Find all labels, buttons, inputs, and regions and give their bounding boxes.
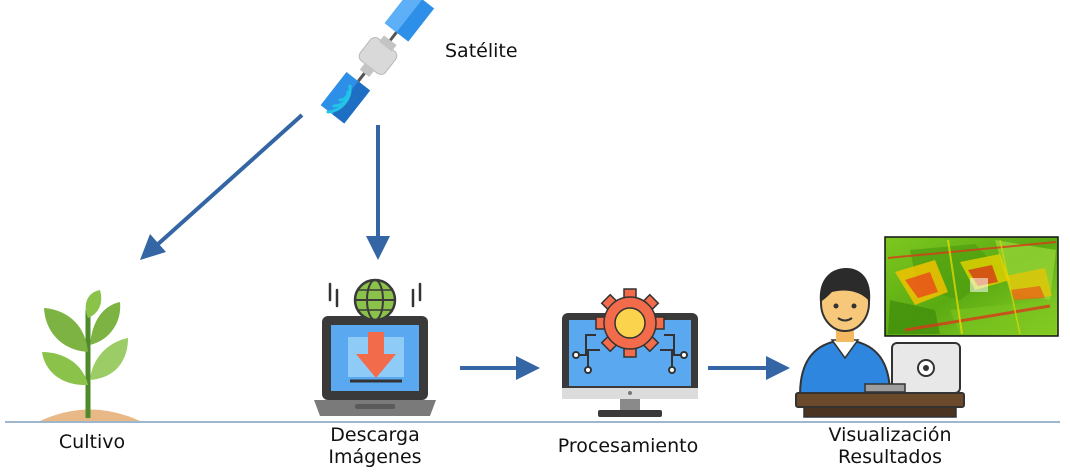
label-visualization-line1: Visualización <box>828 424 952 446</box>
arrow-satellite-to-crop <box>140 113 304 260</box>
field-map-image <box>884 236 1059 337</box>
plant-icon <box>40 290 140 421</box>
arrow-download-to-processing <box>460 356 540 380</box>
label-download-line2: Imágenes <box>328 446 422 468</box>
label-download: Descarga Imágenes <box>300 424 450 468</box>
label-visualization-line2: Resultados <box>838 446 942 468</box>
person-laptop-icon <box>795 268 965 418</box>
label-visualization: Visualización Resultados <box>790 424 990 468</box>
label-satellite: Satélite <box>445 40 518 62</box>
label-download-line1: Descarga <box>330 424 420 446</box>
laptop-download-icon <box>314 278 436 416</box>
label-crop: Cultivo <box>58 431 126 453</box>
arrow-processing-to-visualization <box>708 356 790 380</box>
arrow-satellite-to-download <box>366 125 390 260</box>
signal-waves-icon <box>326 84 352 114</box>
monitor-gear-icon <box>562 288 698 417</box>
label-processing: Procesamiento <box>557 435 699 457</box>
